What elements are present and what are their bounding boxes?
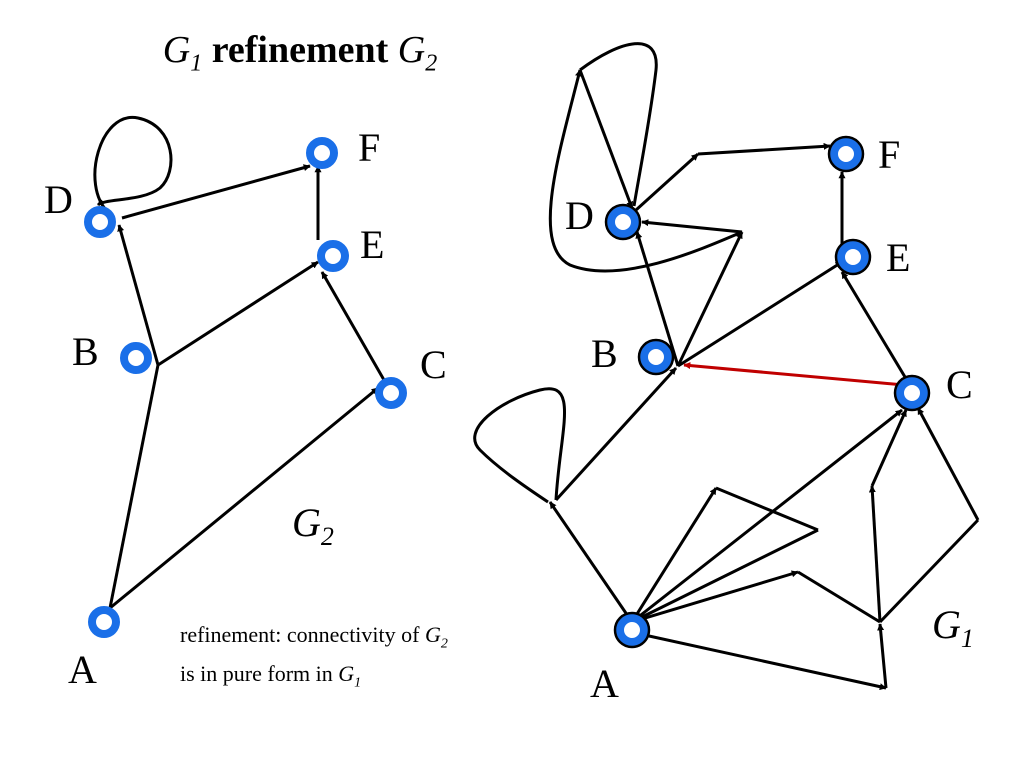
right-edge-j8-j9 (868, 485, 882, 623)
left-edge-c-e (320, 271, 386, 381)
right-label-a: A (590, 661, 619, 706)
left-label-e: E (360, 222, 385, 267)
right-node-a[interactable] (616, 614, 648, 646)
left-label-c: C (420, 342, 447, 387)
right-label-d: D (565, 193, 594, 238)
right-node-c[interactable] (896, 377, 928, 409)
left-graph-edges (93, 116, 386, 610)
right-label-b: B (591, 331, 618, 376)
right-edge-a-j7 (631, 570, 799, 624)
left-edge-junction-d (117, 224, 160, 366)
right-edge-j2-j3 (676, 231, 744, 367)
left-label-b: B (72, 329, 99, 374)
left-edge-d-loop (93, 116, 173, 214)
right-edge-top-arc (579, 42, 658, 207)
right-edge-j2-d (635, 231, 680, 367)
refinement-note: refinement: connectivity of G2 is in pur… (180, 620, 448, 699)
right-edge-c-e (840, 271, 910, 383)
right-edge-a-j5 (630, 487, 718, 623)
note-line-1: refinement: connectivity of G2 (180, 622, 448, 652)
left-node-f[interactable] (306, 137, 338, 169)
right-graph-edges (473, 42, 980, 691)
right-node-f[interactable] (830, 138, 862, 170)
right-node-e[interactable] (837, 241, 869, 273)
right-edge-j3-d (641, 219, 743, 234)
right-edge-a-c (631, 408, 903, 624)
right-edge-j11-j8 (877, 623, 888, 689)
right-graph-label: G1 (932, 602, 974, 653)
note-line-2: is in pure form in G1 (180, 661, 362, 691)
left-label-d: D (44, 177, 73, 222)
right-edge-d-j4 (634, 152, 700, 212)
right-edge-loop-top (548, 69, 743, 273)
left-graph-label: G2 (292, 500, 334, 551)
left-node-a[interactable] (88, 606, 120, 638)
left-edge-junction-e (157, 260, 319, 367)
left-node-d[interactable] (84, 206, 116, 238)
left-node-c[interactable] (375, 377, 407, 409)
left-edge-a-b (108, 364, 160, 609)
left-graph-nodes (84, 137, 407, 638)
left-node-b[interactable] (120, 342, 152, 374)
right-edge-a-j11 (639, 632, 887, 691)
right-edge-j5-j6 (715, 486, 819, 532)
left-label-f: F (358, 125, 381, 170)
right-edge-j2-e (677, 260, 843, 368)
right-label-e: E (886, 235, 911, 280)
right-graph-nodes (604, 135, 931, 649)
right-edge-j10-c (916, 407, 980, 521)
right-edge-c-b (683, 362, 905, 387)
title-g1: G1 (162, 29, 203, 77)
left-label-a: A (68, 647, 97, 692)
right-edge-j6-a (635, 528, 819, 622)
right-edge-j4-f (697, 142, 831, 156)
right-edge-j7-j8 (797, 570, 881, 624)
left-node-e[interactable] (317, 240, 349, 272)
title-g2: G2 (397, 29, 438, 77)
right-edge-top-d (578, 69, 634, 209)
right-label-c: C (946, 362, 973, 407)
page-title: G1 refinement G2 (110, 28, 490, 78)
left-edge-d-f (121, 164, 311, 220)
right-edge-j8-j10 (878, 518, 980, 624)
right-node-d[interactable] (607, 206, 639, 238)
right-edge-a-j1 (548, 501, 634, 623)
right-edge-j1-b (554, 366, 678, 502)
right-label-f: F (878, 132, 901, 177)
left-edge-a-c (109, 386, 379, 610)
right-edge-j9-c (870, 409, 908, 487)
right-node-b[interactable] (640, 341, 672, 373)
right-edge-j1-loop (473, 387, 567, 504)
title-word: refinement (211, 29, 389, 71)
